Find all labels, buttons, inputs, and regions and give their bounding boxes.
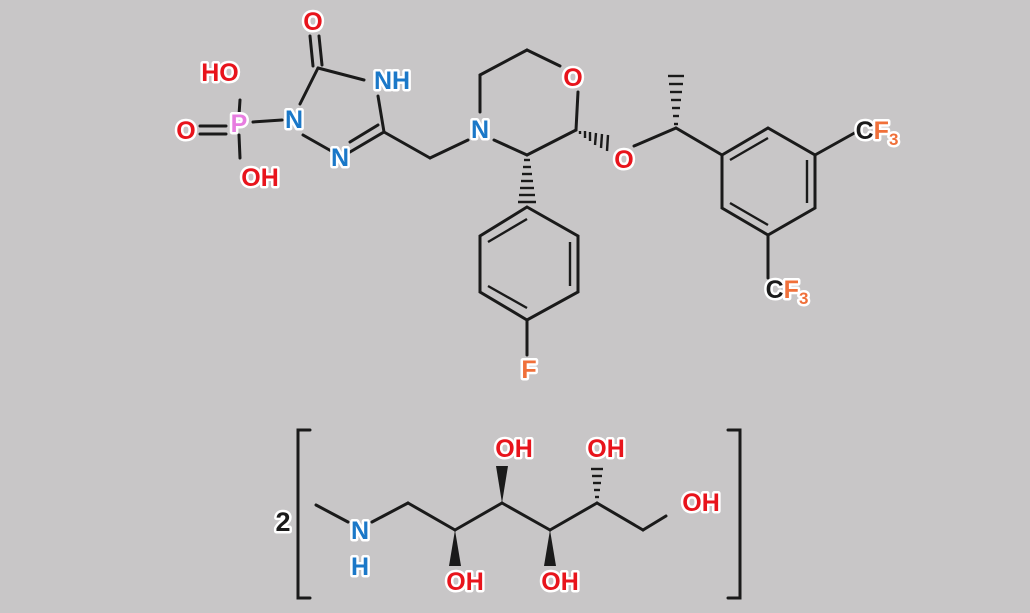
cf3-top-fluorine: F [874,117,889,145]
fluorine-label: F [521,356,536,384]
morph-bond-6 [492,138,529,157]
ch2-bond-b [428,138,470,160]
aryl2-double-3 [729,201,769,227]
morpholine-n-label: N [471,116,489,144]
n1-c5-bond [298,66,320,106]
ch-aryl-bond [674,126,724,157]
n-n1-bond [301,133,335,154]
c-o-double-a [308,34,315,68]
hashed-bond-c2-o [578,131,610,152]
cf3-bottom-fluorine: F [784,276,799,304]
triazole-n-label: N [331,144,349,172]
fosaprepitant-molecule: HO OH O P N O NH N N O O F CF3 CF3 [174,6,901,387]
meglumine-molecule: 2 N H OH OH OH OH OH [273,428,742,600]
hydroxyl-c2-label: OH [446,568,484,596]
carbonyl-oxygen-label: O [303,8,322,36]
p-oh-bond-bottom [237,133,242,160]
stoichiometry-coefficient: 2 [275,507,290,537]
morph-bond-5 [525,128,578,157]
nh-c3-bond [376,94,386,134]
aryl-double-1 [487,217,528,244]
c4-c5-bond [548,501,599,532]
cf3-top-bond [813,129,860,157]
left-bracket [296,428,312,600]
n-c1-bond [370,501,410,524]
hashed-bond-c3-aryl [518,158,536,204]
cf3-top-carbon: C [856,117,874,145]
morph-bond-4 [574,90,580,132]
c3-n-double-a [348,130,386,154]
hydroxyl-c4-label: OH [541,568,579,596]
cf3-top-subscript: 3 [889,130,898,149]
ether-oxygen-label: O [614,146,633,174]
c5-nh-bond [316,66,366,82]
c-o-double-b [317,34,324,67]
hashed-bond-methyl [668,74,684,126]
hydroxyl-label-bottom: OH [241,164,279,192]
hydroxyl-c3-label: OH [495,435,533,463]
wedge-bond-c3-oh [496,466,508,503]
hydroxyl-c6-label: OH [682,489,720,517]
p-n-bond [251,118,284,124]
wedge-bond-c2-oh [449,530,461,566]
ch2-bond-a [382,130,432,160]
hydroxyl-c5-label: OH [587,435,625,463]
c1-c2-bond [406,501,457,532]
morpholine-o-label: O [563,64,582,92]
c3-c4-bond [500,501,552,532]
aryl2-double-1 [729,136,769,162]
cf3-bottom-label: CF3 [766,276,809,308]
c3-n-double-b [348,123,380,144]
bis-cf3-phenyl-ring [720,126,817,237]
c6-oh-bond [641,514,668,532]
phosphorus-label: P [231,110,248,138]
triazole-nh-label: NH [374,67,410,95]
triazole-n1-label: N [285,106,303,134]
cf3-bottom-subscript: 3 [799,289,808,308]
right-bracket [726,428,742,600]
cf3-bottom-carbon: C [766,276,784,304]
fluorophenyl-ring [478,205,580,322]
amine-n-label: N [351,517,369,545]
c2-c3-bond [453,501,504,532]
methyl-n-bond [314,503,350,524]
hashed-bond-c5-oh [591,467,603,499]
aryl-double-3 [487,284,528,310]
morph-bond-2 [478,48,529,77]
hydroxyl-label-top: HO [201,59,239,87]
phosphoryl-oxygen-label: O [176,117,195,145]
p-oh-bond-top [237,98,242,117]
amine-h-label: H [351,553,369,581]
cf3-top-label: CF3 [856,117,899,149]
c5-c6-bond [595,501,645,532]
wedge-bond-c4-oh [544,530,556,566]
morph-bond-3 [525,48,562,68]
o-ch-bond [632,126,678,148]
